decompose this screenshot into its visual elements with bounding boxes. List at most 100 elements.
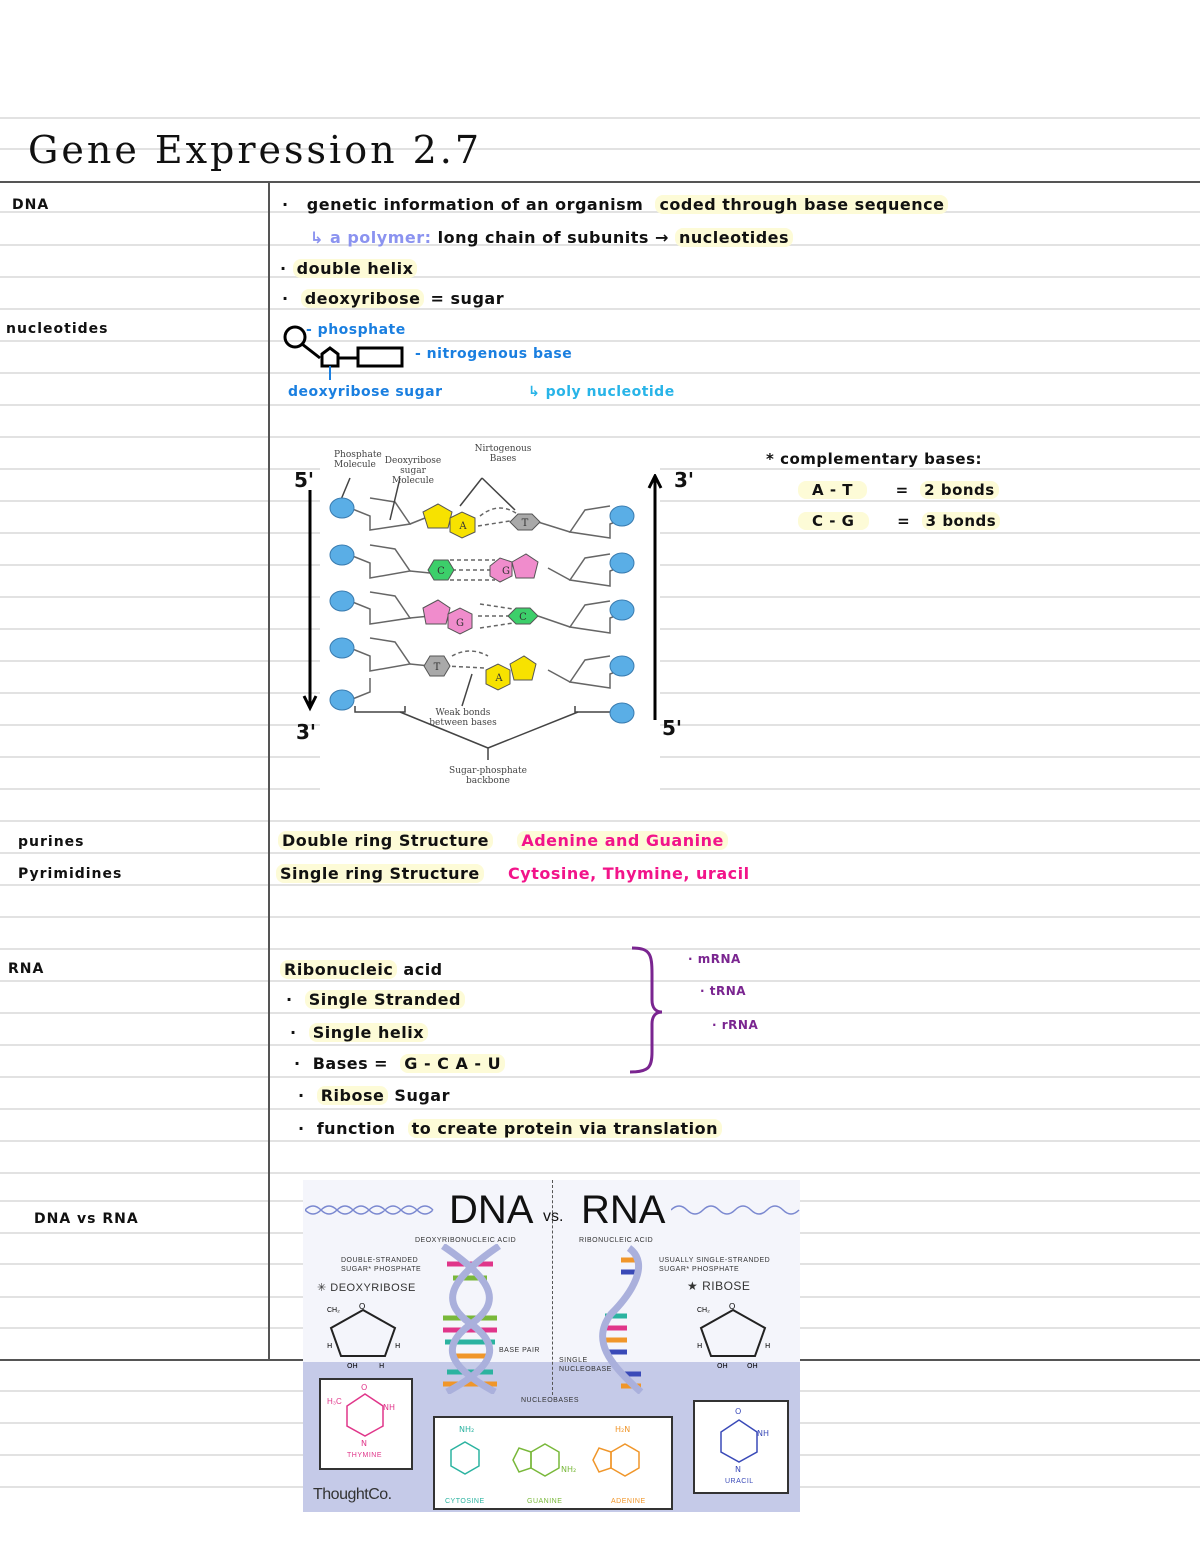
rna-line-1: Ribonucleic acid — [280, 960, 443, 979]
svg-text:G: G — [502, 566, 510, 577]
rna-type-trna: · tRNA — [700, 984, 747, 998]
label-deoxyribose-molecule: Deoxyribose sugar Molecule — [384, 456, 442, 486]
thymine-structure-icon: H₃C O NH N — [327, 1383, 395, 1448]
label-nucleobases: NUCLEOBASES — [521, 1397, 580, 1404]
arrow-down-icon — [302, 490, 318, 712]
rna-line-5: · Ribose Sugar — [298, 1086, 450, 1105]
svg-text:NH₂: NH₂ — [459, 1425, 474, 1434]
svg-text:H₂N: H₂N — [615, 1425, 630, 1434]
label-adenine: ADENINE — [611, 1498, 646, 1505]
svg-text:OH: OH — [747, 1362, 758, 1370]
label-phosphate-molecule: Phosphate Molecule — [334, 450, 382, 470]
svg-text:H: H — [327, 1342, 332, 1350]
complementary-heading: * complementary bases: — [766, 450, 983, 468]
label-phosphate: - phosphate — [306, 322, 406, 338]
dna-line-4: · deoxyribose = sugar — [282, 289, 505, 308]
curly-brace-icon — [629, 946, 663, 1074]
rna-line-6: · function to create protein via transla… — [298, 1119, 723, 1138]
complementary-row-cg: C - G = 3 bonds — [798, 512, 1001, 530]
svg-text:OH: OH — [347, 1362, 358, 1370]
svg-text:A: A — [458, 521, 467, 532]
cue-dna-vs-rna: DNA vs RNA — [34, 1211, 139, 1227]
label-backbone: Sugar-phosphate backbone — [449, 766, 527, 786]
cue-purines: purines — [18, 834, 85, 850]
nucleotide-sketch-icon — [283, 325, 404, 380]
label-uracil: URACIL — [725, 1478, 754, 1485]
infographic-title-rna: RNA — [581, 1188, 666, 1232]
svg-text:H: H — [697, 1342, 702, 1350]
rna-line-3: · Single helix — [290, 1023, 429, 1042]
svg-text:CH₂: CH₂ — [697, 1307, 710, 1314]
rna-line-2: · Single Stranded — [286, 990, 465, 1009]
svg-text:O: O — [361, 1383, 367, 1392]
thymine-box: H₃C O NH N THYMINE — [319, 1378, 413, 1470]
nucleobases-structure-icon: NH₂ NH₂ H₂N — [450, 1425, 640, 1477]
strand-left-5prime: 5' — [294, 468, 315, 492]
arrow-up-icon — [647, 474, 663, 720]
cue-nucleotides: nucleotides — [6, 321, 109, 337]
helix-decoration-right-icon — [671, 1205, 800, 1215]
label-deoxyribose: ✳ DEOXYRIBOSE — [317, 1282, 416, 1294]
label-thymine: THYMINE — [347, 1452, 382, 1459]
infographic-title-dna: DNA — [449, 1188, 534, 1232]
svg-text:NH₂: NH₂ — [561, 1465, 576, 1474]
svg-text:NH: NH — [757, 1429, 769, 1438]
strand-left-3prime: 3' — [296, 720, 317, 744]
svg-text:G: G — [456, 618, 464, 629]
label-cytosine: CYTOSINE — [445, 1498, 485, 1505]
svg-text:H: H — [765, 1342, 770, 1350]
svg-text:T: T — [434, 662, 441, 673]
label-guanine: GUANINE — [527, 1498, 563, 1505]
label-ribonucleic-acid: RIBONUCLEIC ACID — [579, 1237, 654, 1244]
rna-single-helix-icon — [599, 1245, 644, 1394]
label-ribose: ★ RIBOSE — [687, 1279, 751, 1293]
dna-double-helix-icon — [441, 1244, 501, 1394]
svg-text:N: N — [361, 1439, 367, 1448]
svg-text:CH₂: CH₂ — [327, 1307, 340, 1314]
svg-text:H: H — [395, 1342, 400, 1350]
uracil-box: O NH N URACIL — [693, 1400, 789, 1494]
header-divider — [0, 181, 1200, 183]
dna-vs-rna-infographic: DNA vs. RNA DEOXYRIBONUCLEIC ACID RIBONU… — [303, 1180, 800, 1512]
dna-line-1: · genetic information of an organism cod… — [282, 195, 949, 214]
dna-structure-diagram: A T C G G C T A Phosphate Molecule Deoxyribo… — [320, 438, 660, 790]
pyrimidines-line: Single ring Structure Cytosine, Thymine,… — [276, 864, 750, 883]
cue-rna: RNA — [8, 961, 45, 977]
dna-line-3: · double helix — [280, 259, 418, 278]
dna-ladder-icon: A T C G G C T A — [329, 477, 635, 760]
svg-text:H₃C: H₃C — [327, 1397, 342, 1406]
svg-text:O: O — [735, 1407, 741, 1416]
rna-line-4: · Bases = G - C A - U — [294, 1054, 506, 1073]
svg-text:C: C — [519, 612, 527, 623]
strand-right-3prime: 3' — [674, 468, 695, 492]
brand-logo: ThoughtCo. — [313, 1486, 392, 1503]
infographic-center-divider — [552, 1180, 553, 1395]
nucleobases-box: NH₂ NH₂ H₂N CYTOSINE GUANINE ADENINE — [433, 1416, 673, 1510]
label-nitrogenous-base: - nitrogenous base — [415, 346, 573, 362]
cue-column-divider — [268, 182, 270, 1360]
strand-right-5prime: 5' — [662, 716, 683, 740]
label-weak-bonds: Weak bonds between bases — [429, 708, 497, 728]
label-nitrogenous-bases: Nirtogenous Bases — [474, 444, 532, 464]
helix-decoration-left-icon — [305, 1205, 434, 1215]
purines-line: Double ring Structure Adenine and Guanin… — [278, 831, 728, 850]
complementary-row-at: A - T = 2 bonds — [798, 481, 999, 499]
svg-text:A: A — [494, 673, 503, 684]
label-deoxyribonucleic-acid: DEOXYRIBONUCLEIC ACID — [415, 1237, 517, 1244]
svg-text:N: N — [735, 1465, 741, 1474]
label-single-nucleobase: SINGLE NUCLEOBASE — [559, 1357, 612, 1373]
svg-text:T: T — [522, 518, 529, 529]
svg-text:H: H — [379, 1362, 384, 1370]
page-title: Gene Expression 2.7 — [28, 128, 483, 172]
cue-dna: DNA — [12, 197, 50, 213]
label-polynucleotide: ↳ poly nucleotide — [528, 384, 675, 400]
dna-line-2: ↳ a polymer: long chain of subunits → nu… — [310, 228, 794, 247]
rna-type-rrna: · rRNA — [712, 1018, 759, 1032]
uracil-structure-icon: O NH N — [720, 1407, 769, 1474]
svg-text:NH: NH — [383, 1403, 395, 1412]
label-deoxyribose-sugar: deoxyribose sugar — [288, 384, 443, 400]
label-double-stranded: DOUBLE-STRANDED SUGAR* PHOSPHATE — [341, 1257, 422, 1273]
svg-text:C: C — [437, 566, 445, 577]
